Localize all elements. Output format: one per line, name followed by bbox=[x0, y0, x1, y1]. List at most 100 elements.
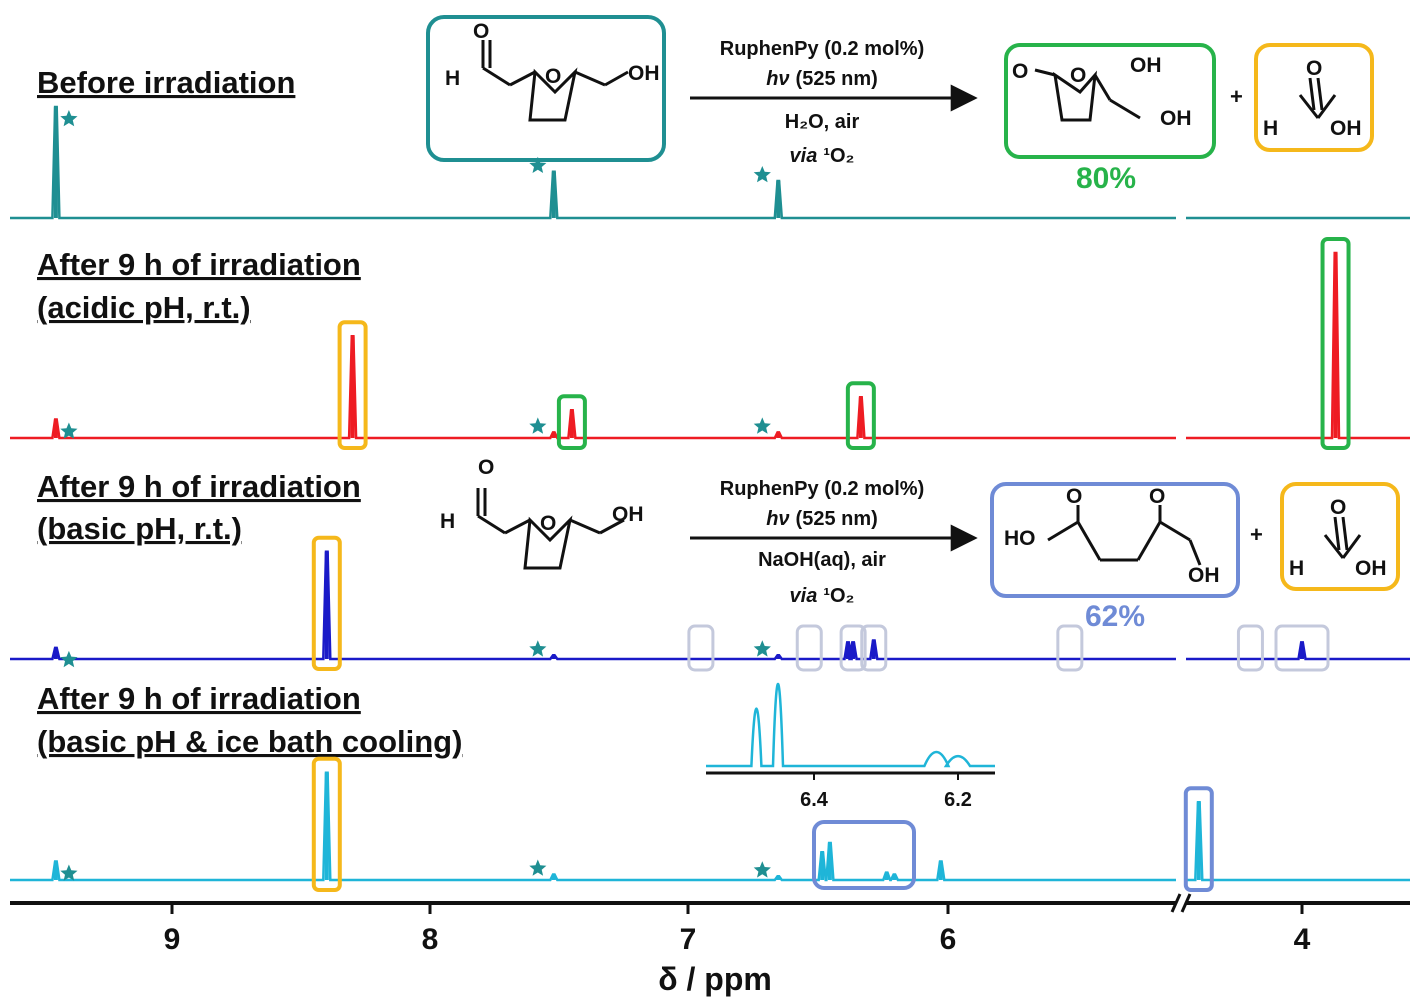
svg-text:O: O bbox=[473, 20, 489, 43]
label-acidic-line2: (acidic pH, r.t.) bbox=[37, 290, 251, 325]
svg-text:O: O bbox=[1330, 496, 1346, 519]
region-highlight-box bbox=[795, 624, 823, 672]
reaction-scheme-basic: O H O OH RuphenPy (0.2 mol%) hν(525 nm) … bbox=[440, 456, 1400, 633]
svg-text:O: O bbox=[478, 456, 494, 479]
axis-break-mark-1 bbox=[1170, 893, 1182, 913]
spectrum-1 bbox=[10, 105, 1410, 220]
reaction-scheme-acidic: O H O OH RuphenPy (0.2 mol%) hν(525 nm) … bbox=[426, 15, 1374, 195]
inset-tick-label: 6.4 bbox=[800, 789, 829, 811]
svg-text:OH: OH bbox=[628, 62, 660, 85]
reference-star-icon bbox=[60, 650, 78, 668]
label-basic-line2: (basic pH, r.t.) bbox=[37, 511, 242, 546]
spectrum-3 bbox=[10, 535, 1410, 672]
plus-sign-1: + bbox=[1230, 84, 1243, 109]
region-highlight-box bbox=[1274, 624, 1330, 672]
region-highlight-box bbox=[839, 624, 867, 672]
reference-star-icon bbox=[60, 110, 78, 127]
peak-highlight-box bbox=[556, 394, 587, 450]
reference-star-icon bbox=[753, 861, 771, 878]
spectrum-4 bbox=[10, 756, 1410, 893]
svg-text:O: O bbox=[1149, 485, 1165, 508]
svg-text:OH: OH bbox=[1130, 54, 1162, 77]
reference-star-icon bbox=[529, 417, 547, 434]
spectrum-trace-right bbox=[1186, 641, 1410, 661]
reference-star-icon bbox=[753, 166, 771, 183]
label-cooling-line1: After 9 h of irradiation bbox=[37, 681, 361, 716]
inset-region-box bbox=[812, 820, 916, 890]
x-axis: 9 8 7 6 4 δ / ppm bbox=[10, 893, 1410, 997]
svg-text:H: H bbox=[445, 67, 460, 90]
x-axis-title: δ / ppm bbox=[658, 961, 772, 997]
svg-text:O: O bbox=[1012, 60, 1028, 83]
region-highlight-box bbox=[1056, 624, 1084, 672]
reference-star-icon bbox=[753, 640, 771, 657]
hmf-structure-2 bbox=[476, 488, 625, 570]
opened-acid-box bbox=[990, 482, 1240, 598]
hydroxybutenolide-structure bbox=[1034, 68, 1141, 122]
svg-text:OH: OH bbox=[612, 503, 644, 526]
svg-text:OH: OH bbox=[1160, 107, 1192, 130]
region-highlight-box bbox=[860, 624, 888, 672]
spectrum-trace-left bbox=[10, 771, 1176, 882]
x-tick-label: 8 bbox=[422, 923, 439, 956]
catalyst-label: RuphenPy (0.2 mol%) bbox=[720, 38, 924, 60]
svg-text:O: O bbox=[1066, 485, 1082, 508]
svg-text:H: H bbox=[1263, 117, 1278, 140]
svg-text:O: O bbox=[545, 65, 561, 88]
formic-acid-box-2 bbox=[1280, 482, 1400, 591]
svg-text:OH: OH bbox=[1330, 117, 1362, 140]
label-before-irradiation: Before irradiation bbox=[37, 65, 295, 100]
x-tick-label: 9 bbox=[164, 923, 181, 956]
svg-text:O: O bbox=[1070, 64, 1086, 87]
hmf-structure bbox=[481, 40, 629, 122]
reference-star-icon bbox=[753, 417, 771, 434]
svg-text:H: H bbox=[440, 510, 455, 533]
yield-80: 80% bbox=[1076, 162, 1136, 195]
spectrum-trace-right bbox=[1186, 251, 1410, 440]
label-cooling-line2: (basic pH & ice bath cooling) bbox=[37, 724, 462, 759]
spectrum-2 bbox=[10, 237, 1410, 450]
opened-acid-structure bbox=[1047, 505, 1202, 566]
spectrum-trace-left bbox=[10, 335, 1176, 440]
inset-trace bbox=[706, 683, 995, 768]
spectra-layer bbox=[10, 105, 1410, 893]
solvent-label: H₂O, air bbox=[785, 111, 860, 133]
peak-highlight-box bbox=[337, 320, 368, 450]
x-tick-label: 4 bbox=[1294, 923, 1311, 956]
spectrum-trace-left bbox=[10, 105, 1176, 220]
x-tick-label: 6 bbox=[940, 923, 957, 956]
hmf-box bbox=[426, 15, 666, 162]
svg-text:hν(525 nm): hν(525 nm) bbox=[766, 508, 878, 530]
svg-text:O: O bbox=[1306, 57, 1322, 80]
x-tick-label: 7 bbox=[680, 923, 697, 956]
svg-text:hν(525 nm): hν(525 nm) bbox=[766, 68, 878, 90]
axis-break-mark-2 bbox=[1180, 893, 1192, 913]
yield-62: 62% bbox=[1085, 600, 1145, 633]
region-highlight-box bbox=[1236, 624, 1264, 672]
svg-text:HO: HO bbox=[1004, 527, 1036, 550]
plus-sign-2: + bbox=[1250, 522, 1263, 547]
reference-star-icon bbox=[529, 156, 547, 173]
label-acidic-line1: After 9 h of irradiation bbox=[37, 247, 361, 282]
label-basic-line1: After 9 h of irradiation bbox=[37, 469, 361, 504]
svg-text:O: O bbox=[540, 512, 556, 535]
reference-star-icon bbox=[60, 864, 78, 881]
peak-highlight-box bbox=[311, 535, 342, 672]
hydroxybutenolide-box bbox=[1004, 43, 1216, 159]
reference-star-icon bbox=[529, 640, 547, 657]
svg-text:OH: OH bbox=[1355, 557, 1387, 580]
svg-text:H: H bbox=[1289, 557, 1304, 580]
region-highlight-box bbox=[687, 624, 715, 672]
svg-text:OH: OH bbox=[1188, 564, 1220, 587]
svg-text:NaOH(aq), air: NaOH(aq), air bbox=[758, 549, 886, 571]
reference-star-icon bbox=[529, 859, 547, 876]
reference-star-icon bbox=[60, 422, 78, 439]
inset-tick-label: 6.2 bbox=[944, 789, 972, 811]
spectrum-trace-right bbox=[1186, 801, 1410, 882]
peak-highlight-box bbox=[1320, 237, 1351, 450]
peak-highlight-box bbox=[311, 756, 342, 893]
spectrum-trace-left bbox=[10, 550, 1176, 661]
